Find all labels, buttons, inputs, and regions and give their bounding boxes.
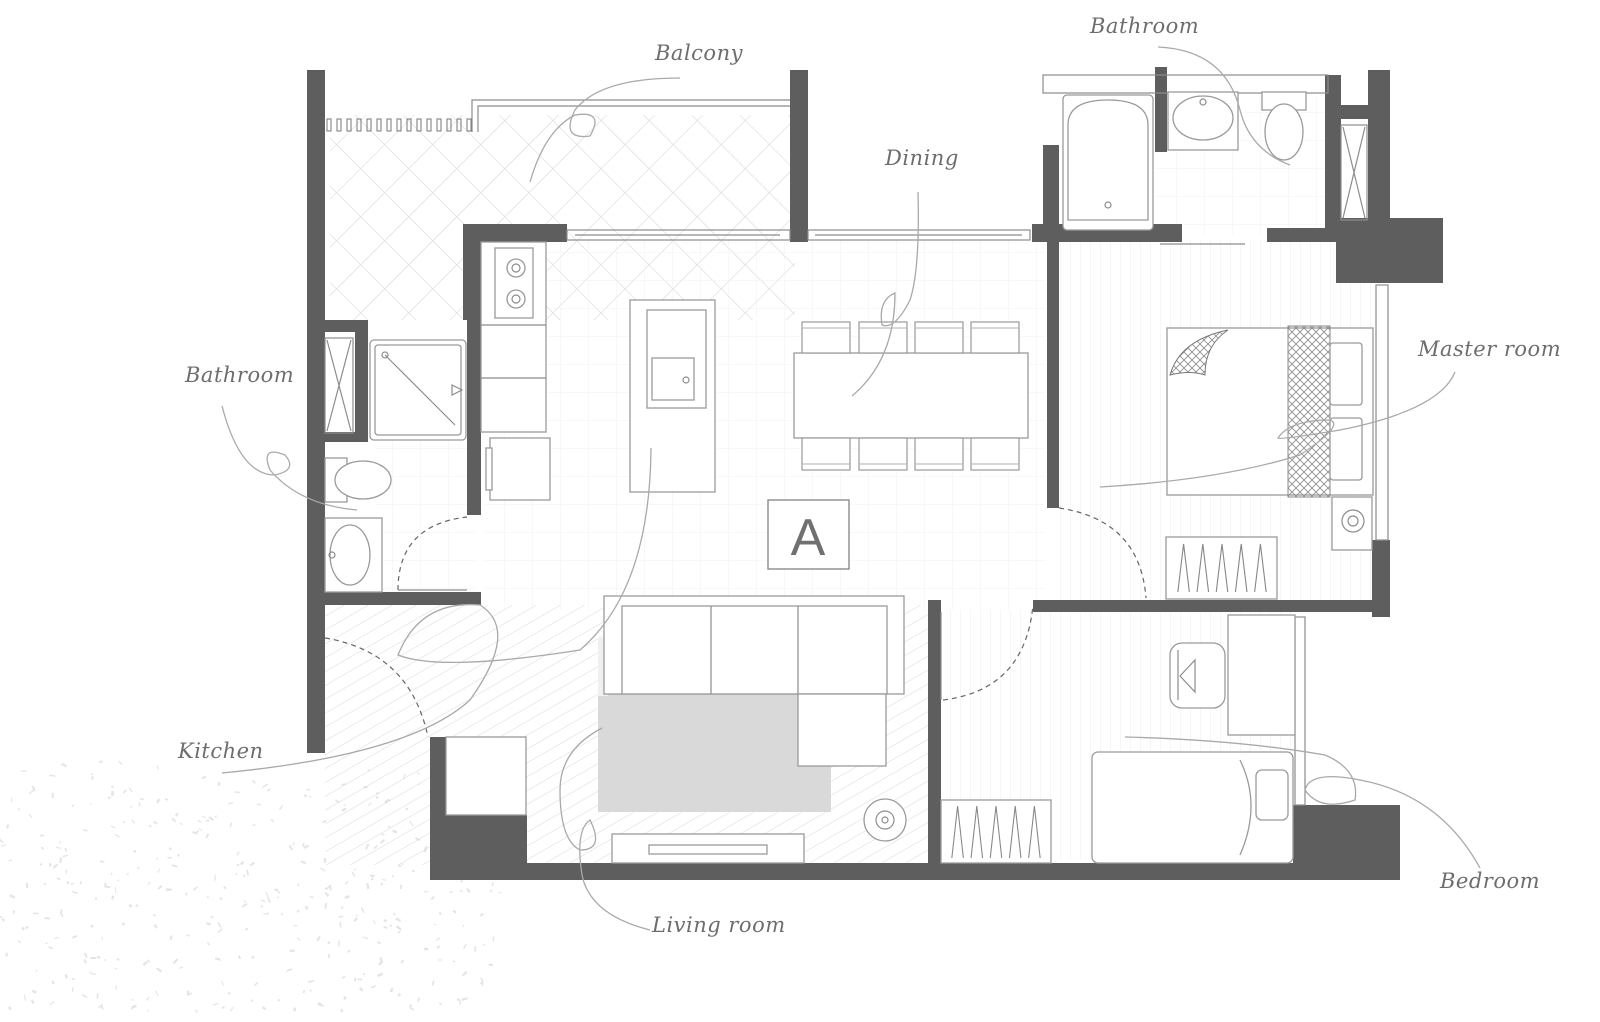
doors: [324, 507, 1147, 738]
left-bathroom-fixtures: [324, 339, 467, 593]
bedroom-furniture: [940, 614, 1296, 864]
living-room-furniture: [445, 595, 907, 864]
label-bathroom-top: Bathroom: [1089, 14, 1199, 38]
kitchen-counter: [480, 241, 551, 501]
label-bedroom: Bedroom: [1439, 869, 1540, 893]
kitchen-island: [629, 299, 716, 493]
leader-lines: [221, 46, 1481, 931]
dining-table: [793, 321, 1029, 471]
label-balcony: Balcony: [654, 41, 744, 65]
walls: [307, 67, 1443, 880]
unit-letter: A: [791, 509, 826, 567]
label-master-room: Master room: [1417, 337, 1561, 361]
label-bathroom-left: Bathroom: [184, 363, 294, 387]
label-living-room: Living room: [651, 913, 786, 937]
room-labels: Balcony Bathroom Dining Bathroom Master …: [177, 14, 1561, 937]
label-kitchen: Kitchen: [177, 739, 264, 763]
label-dining: Dining: [884, 146, 959, 170]
top-bathroom-fixtures: [1062, 91, 1307, 245]
master-bed: [1165, 325, 1374, 600]
unit-marker: A: [767, 499, 850, 570]
balcony-railing: [324, 74, 1389, 806]
